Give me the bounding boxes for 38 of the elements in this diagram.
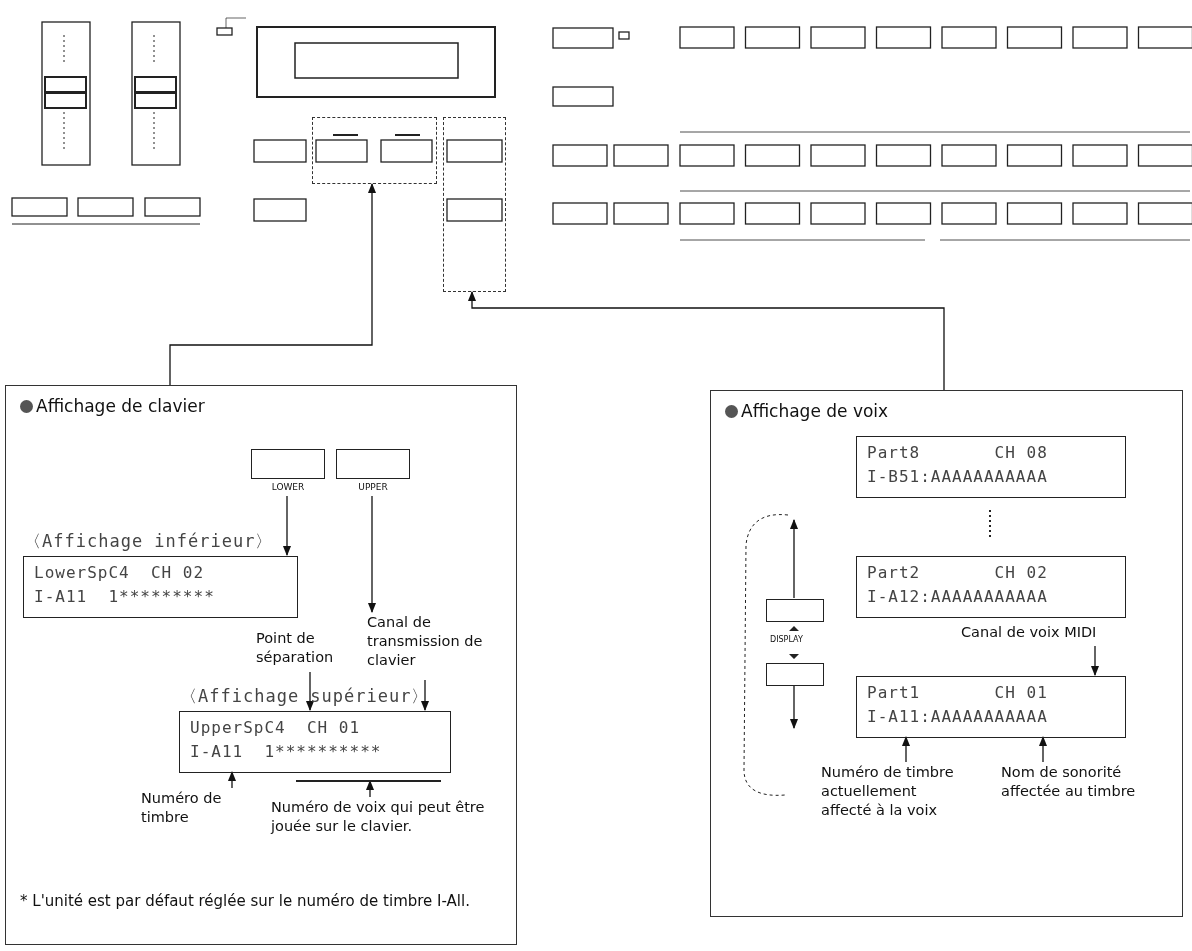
panel-heading: Affichage de clavier [36, 396, 205, 416]
arrow [1090, 645, 1100, 677]
arrow [420, 679, 430, 712]
footnote: * L'unité est par défaut réglée sur le numéro de timbre I-All. [20, 891, 471, 912]
underline-bar [296, 780, 441, 782]
arrow [367, 495, 377, 614]
arrow [169, 182, 377, 386]
dashed-button-group [443, 117, 506, 292]
display-panel [5, 385, 517, 945]
lcd-display: Part8 CH 08 I-B51:AAAAAAAAAAA [856, 436, 1126, 498]
dashed-button-group [312, 117, 437, 184]
arrow [789, 518, 799, 599]
arrow [1038, 735, 1048, 763]
callout-text: Canal de voix MIDI [961, 623, 1166, 647]
button-label: LOWER [271, 482, 305, 492]
callout-text: Canal de transmission de clavier [367, 613, 515, 681]
arrow [305, 671, 315, 712]
display-button [766, 599, 824, 622]
callout-text: Point de séparation [256, 629, 366, 673]
arrow [365, 779, 375, 798]
display-heading: 〈Affichage inférieur〉 [24, 530, 274, 553]
callout-text: Numéro de voix qui peut être jouée sur le clavier. [271, 798, 486, 864]
button-label: DISPLAY [770, 634, 804, 646]
callout-text: Nom de sonorité affectée au timbre [1001, 763, 1171, 843]
arrow [282, 495, 292, 557]
button-label: UPPER [358, 482, 388, 492]
panel-heading: Affichage de voix [741, 401, 889, 421]
callout-text: Numéro de timbre actuellement affecté à la voix [821, 763, 961, 888]
lcd-display: Part2 CH 02 I-A12:AAAAAAAAAAA [856, 556, 1126, 618]
display-heading: 〈Affichage supérieur〉 [180, 685, 430, 708]
display-panel [710, 390, 1183, 917]
lcd-display: Part1 CH 01 I-A11:AAAAAAAAAAA [856, 676, 1126, 738]
arrow [789, 684, 799, 730]
arrow [227, 770, 237, 789]
callout-text: Numéro de timbre [141, 789, 241, 833]
arrow [901, 735, 911, 763]
arrow [467, 290, 945, 391]
display-button [766, 663, 824, 686]
